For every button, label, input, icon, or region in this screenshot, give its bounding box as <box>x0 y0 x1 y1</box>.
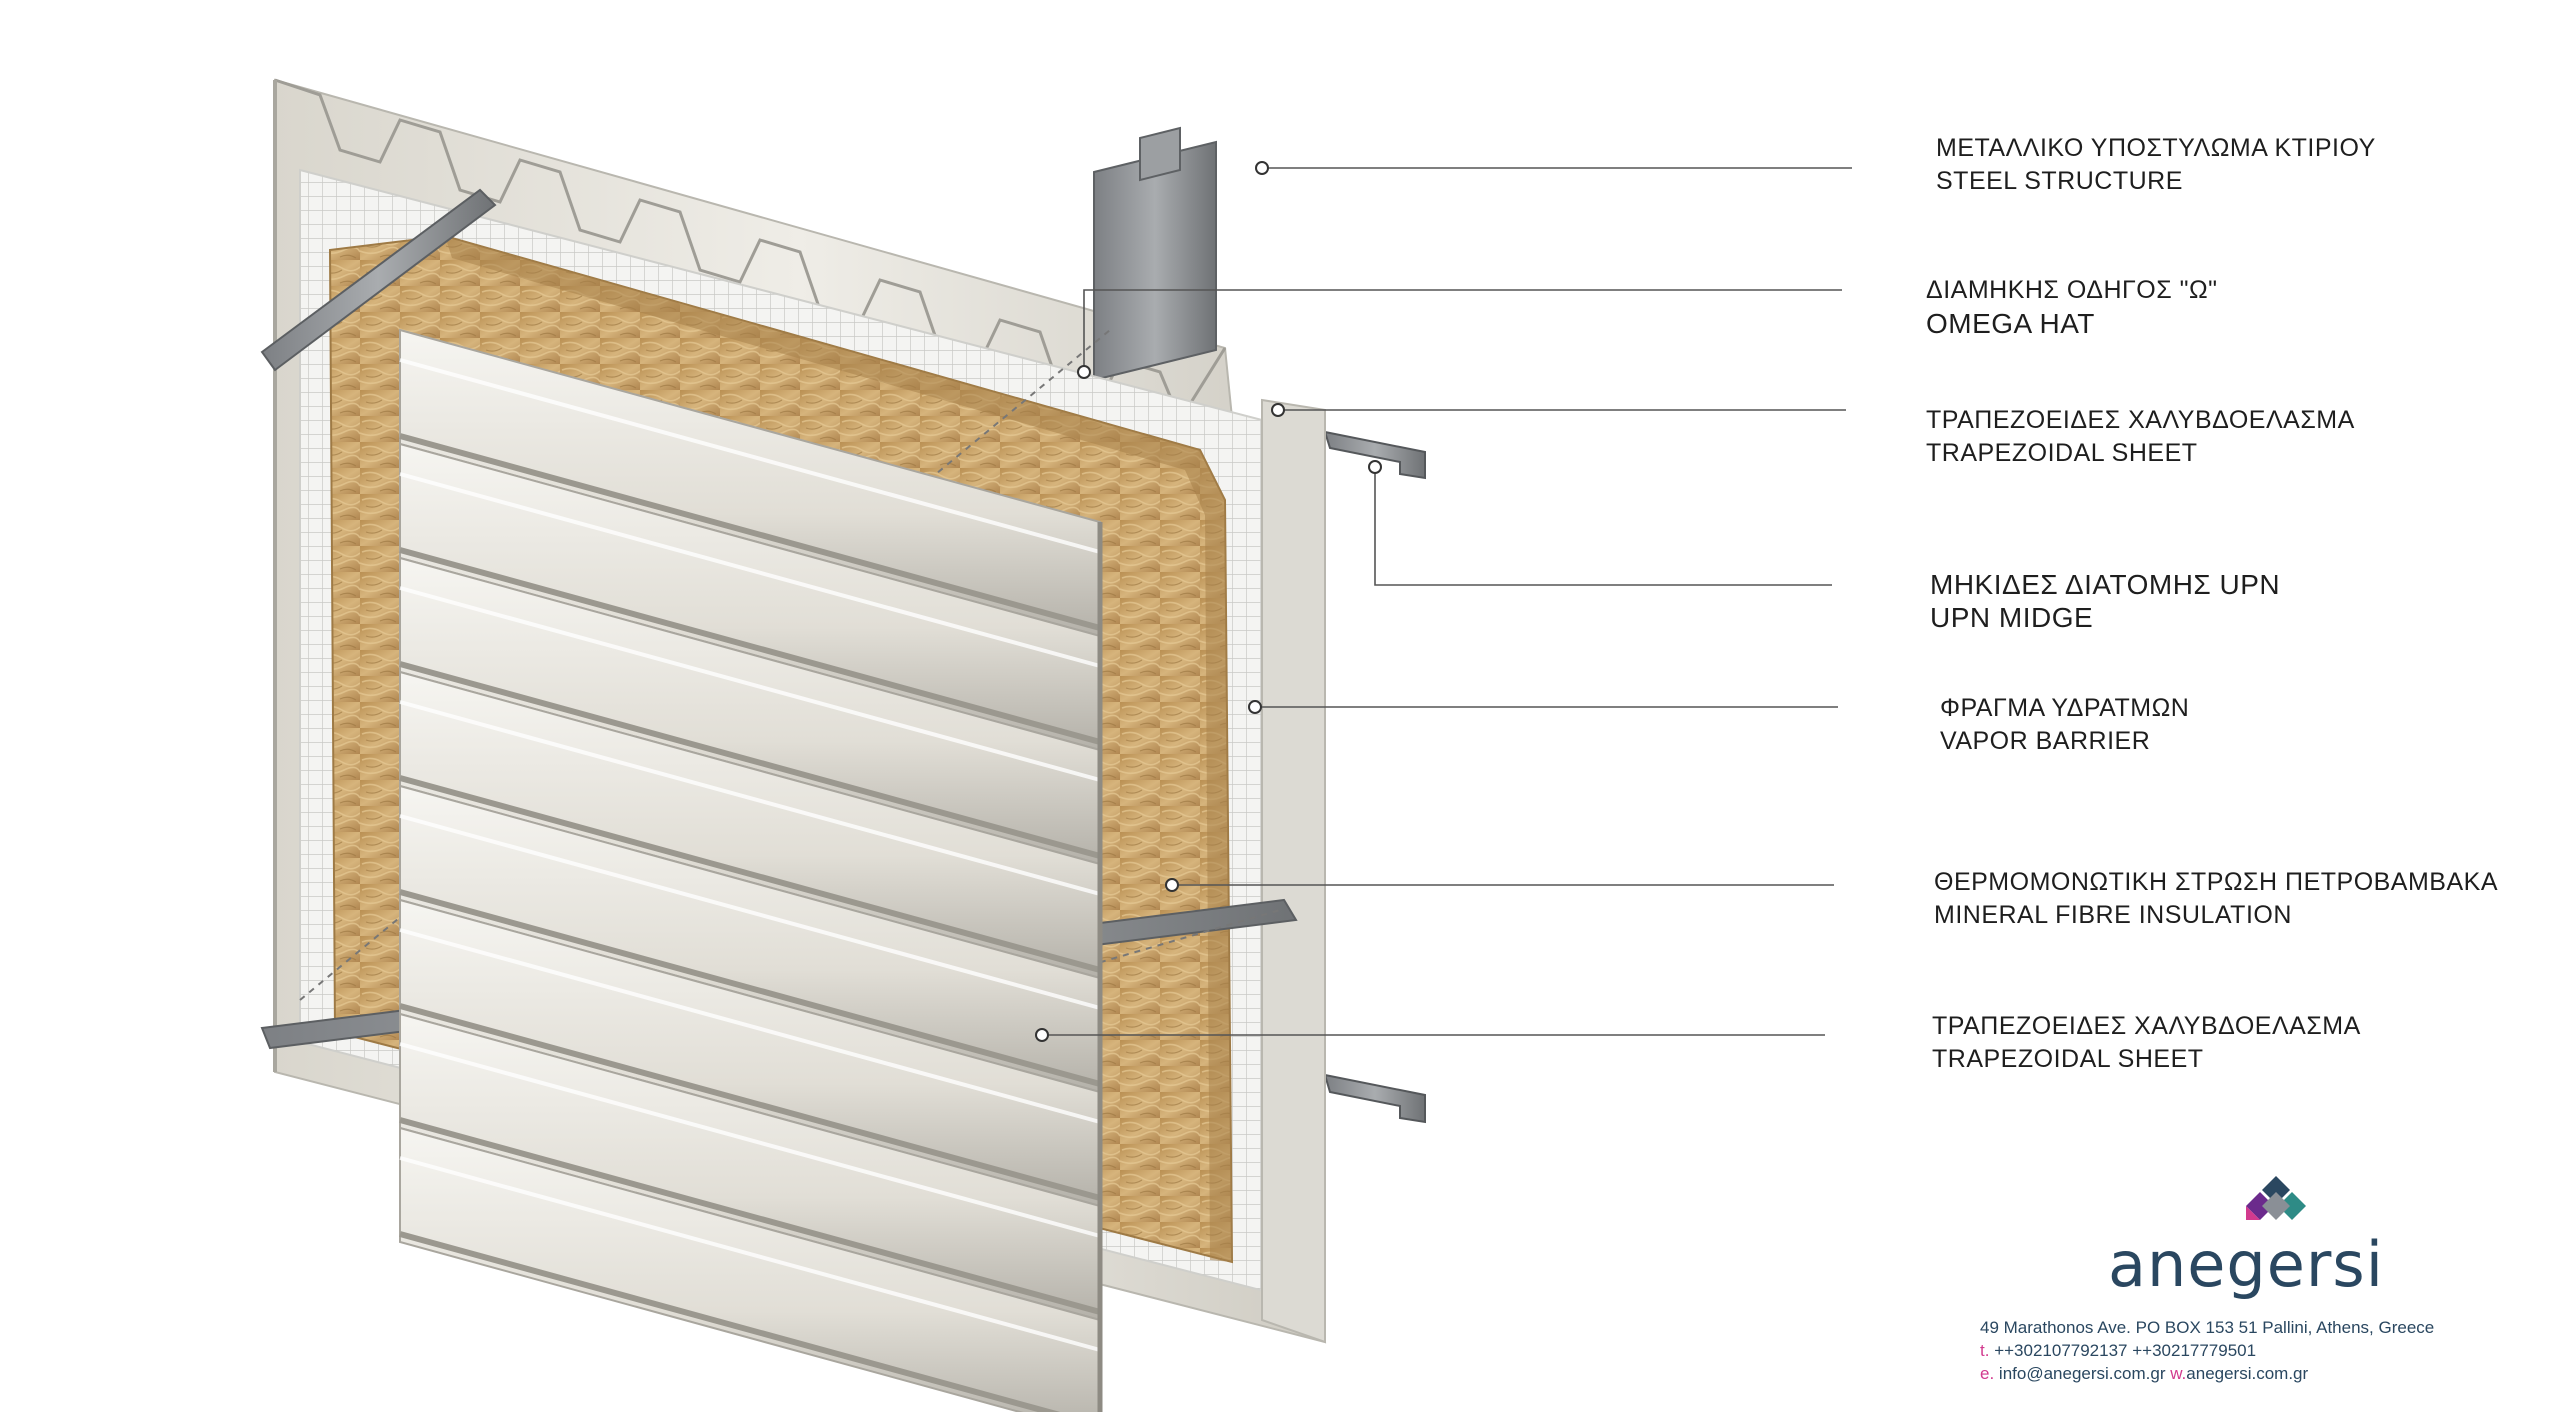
label-mineral-fibre: ΘΕΡΜΟΜΟΝΩΤΙΚΗ ΣΤΡΩΣΗ ΠΕΤΡΟΒΑΜΒΑΚΑ MINERA… <box>1934 866 2498 932</box>
steel-column <box>1093 126 1217 382</box>
marker-trapezoidal-sheet-outer <box>1035 1028 1049 1042</box>
sheet-rib-highlight <box>399 928 1101 1124</box>
sheet-rib-groove <box>399 433 1101 631</box>
contact-address: 49 Marathonos Ave. PO BOX 153 51 Pallini… <box>1980 1318 2435 1337</box>
sheet-rib-highlight <box>399 358 1101 554</box>
sheet-rib-groove <box>399 1117 1101 1315</box>
label-mineral-fibre-english: MINERAL FIBRE INSULATION <box>1934 901 2292 929</box>
label-upn-midge: ΜΗΚΙΔΕΣ ΔΙΑΤΟΜΗΣ UPN UPN MIDGE <box>1930 568 2280 634</box>
marker-vapor-barrier <box>1248 700 1262 714</box>
label-steel-structure: ΜΕΤΑΛΛΙΚΟ ΥΠΟΣΤΥΛΩΜΑ ΚΤΙΡΙΟΥ STEEL STRUC… <box>1936 132 2376 198</box>
sheet-rib-highlight <box>399 814 1101 1010</box>
leader-upn-midge <box>1374 467 1832 586</box>
label-mineral-fibre-greek: ΘΕΡΜΟΜΟΝΩΤΙΚΗ ΣΤΡΩΣΗ ΠΕΤΡΟΒΑΜΒΑΚΑ <box>1934 868 2499 896</box>
outer-trapezoidal-sheet <box>399 328 1103 1412</box>
label-omega-hat-english: OMEGA HAT <box>1926 308 2095 339</box>
label-vapor-barrier-greek: ΦΡΑΓΜΑ ΥΔΡΑΤΜΩΝ <box>1940 694 2190 722</box>
anegersi-logo-icon <box>2246 1176 2306 1220</box>
marker-upn-midge <box>1368 460 1382 474</box>
contact-block: 49 Marathonos Ave. PO BOX 153 51 Pallini… <box>1980 1316 2434 1385</box>
upn-midge-profiles <box>1323 430 1426 1124</box>
marker-mineral-fibre <box>1165 878 1179 892</box>
label-trapezoidal-sheet-outer: ΤΡΑΠΕΖΟΕΙΔΕΣ ΧΑΛΥΒΔΟΕΛΑΣΜΑ TRAPEZOIDAL S… <box>1932 1010 2361 1076</box>
sheet-rib-groove <box>399 1231 1061 1412</box>
contact-web-line: e. info@anegersi.com.gr w.anegersi.com.g… <box>1980 1362 2434 1385</box>
label-trapezoidal-sheet-inner: ΤΡΑΠΕΖΟΕΙΔΕΣ ΧΑΛΥΒΔΟΕΛΑΣΜΑ TRAPEZOIDAL S… <box>1926 404 2355 470</box>
contact-email[interactable]: info@anegersi.com.gr <box>1998 1364 2166 1383</box>
sheet-rib-highlight <box>399 586 1101 782</box>
label-upn-midge-greek: ΜΗΚΙΔΕΣ ΔΙΑΤΟΜΗΣ UPN <box>1930 569 2281 600</box>
leader-lines <box>1035 161 1852 1042</box>
label-upn-midge-english: UPN MIDGE <box>1930 602 2094 633</box>
phone-key: t. <box>1980 1341 1990 1360</box>
label-trapezoidal-sheet-outer-greek: ΤΡΑΠΕΖΟΕΙΔΕΣ ΧΑΛΥΒΔΟΕΛΑΣΜΑ <box>1932 1012 2361 1040</box>
email-key: e. <box>1980 1364 1995 1383</box>
label-steel-structure-greek: ΜΕΤΑΛΛΙΚΟ ΥΠΟΣΤΥΛΩΜΑ ΚΤΙΡΙΟΥ <box>1936 134 2376 162</box>
contact-phones-line: t. ++302107792137 ++30217779501 <box>1980 1339 2434 1362</box>
sheet-rib-groove <box>399 1003 1101 1201</box>
marker-omega-hat <box>1077 365 1091 379</box>
label-omega-hat-greek: ΔΙΑΜΗΚΗΣ ΟΔΗΓΟΣ "Ω" <box>1926 276 2218 304</box>
sheet-rib-highlight <box>399 472 1101 668</box>
label-vapor-barrier-english: VAPOR BARRIER <box>1940 727 2151 755</box>
contact-phones: ++302107792137 ++30217779501 <box>1994 1341 2257 1360</box>
sheet-rib-highlight <box>399 1042 1101 1238</box>
sheet-rib-groove <box>399 547 1101 745</box>
label-steel-structure-english: STEEL STRUCTURE <box>1936 167 2183 195</box>
sheet-rib-highlight <box>399 1156 1101 1352</box>
marker-trapezoidal-sheet-inner <box>1271 403 1285 417</box>
sheet-rib-groove <box>399 661 1101 859</box>
label-trapezoidal-sheet-inner-greek: ΤΡΑΠΕΖΟΕΙΔΕΣ ΧΑΛΥΒΔΟΕΛΑΣΜΑ <box>1926 406 2355 434</box>
sheet-rib-groove <box>399 775 1101 973</box>
leader-omega-hat <box>1083 289 1842 372</box>
label-vapor-barrier: ΦΡΑΓΜΑ ΥΔΡΑΤΜΩΝ VAPOR BARRIER <box>1940 692 2189 758</box>
label-trapezoidal-sheet-outer-english: TRAPEZOIDAL SHEET <box>1932 1045 2204 1073</box>
contact-web[interactable]: anegersi.com.gr <box>2186 1364 2309 1383</box>
outer-trim <box>1261 398 1326 1344</box>
brand-name: anegersi <box>2108 1228 2384 1301</box>
sheet-rib <box>399 1126 1101 1412</box>
sheet-rib-groove <box>399 889 1101 1087</box>
label-omega-hat: ΔΙΑΜΗΚΗΣ ΟΔΗΓΟΣ "Ω" OMEGA HAT <box>1926 274 2218 340</box>
marker-steel-structure <box>1255 161 1269 175</box>
label-trapezoidal-sheet-inner-english: TRAPEZOIDAL SHEET <box>1926 439 2198 467</box>
web-key: w. <box>2170 1364 2187 1383</box>
sheet-rib-highlight <box>399 700 1101 896</box>
